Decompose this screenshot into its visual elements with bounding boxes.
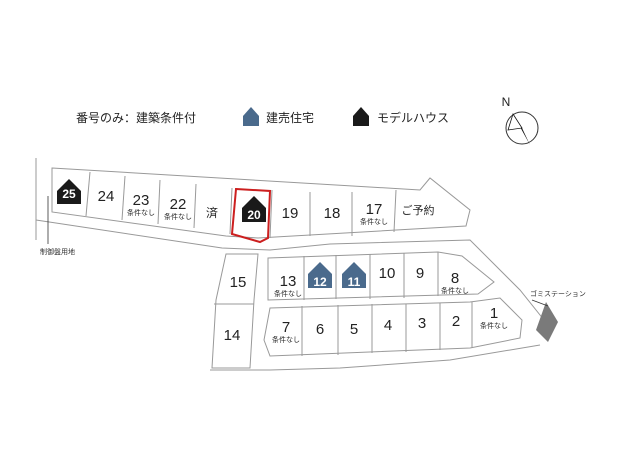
lot-label-6: 6 xyxy=(316,321,324,338)
lot-20-model-house-icon xyxy=(242,196,266,222)
lot-note-22: 条件なし xyxy=(164,212,192,221)
site-south-boundary xyxy=(210,344,541,371)
lot-label-10: 10 xyxy=(379,265,396,282)
lot-label-12: 12 xyxy=(313,275,327,289)
lot-note-17: 条件なし xyxy=(360,217,388,226)
road-edge xyxy=(35,219,553,331)
lot-label-ご予約: ご予約 xyxy=(402,203,435,217)
ready-built-house-icon xyxy=(243,107,259,126)
lot-note-8: 条件なし xyxy=(441,286,469,295)
lot-label-22: 22 xyxy=(170,196,187,213)
model-house-icon xyxy=(353,107,369,126)
legend-model-house: モデルハウス xyxy=(377,111,450,125)
lot-11-ready-built-icon xyxy=(342,262,366,288)
lot-label-24: 24 xyxy=(98,188,115,205)
legend-number-only: 番号のみ：建築条件付 xyxy=(76,111,197,125)
lot-label-1: 1 xyxy=(490,305,498,322)
lot-label-15: 15 xyxy=(230,274,247,291)
lot-label-25: 25 xyxy=(62,187,76,201)
north-label: N xyxy=(502,95,511,109)
control-panel-label: 制御盤用地 xyxy=(40,247,75,256)
lot-label-19: 19 xyxy=(282,205,299,222)
lot-label-済: 済 xyxy=(206,205,218,220)
lot-12-ready-built-icon xyxy=(308,262,332,288)
lot-label-5: 5 xyxy=(350,321,358,338)
garbage-station xyxy=(536,302,558,342)
lot-label-7: 7 xyxy=(282,319,290,336)
legend-ready-built: 建売住宅 xyxy=(266,111,315,125)
lot-label-2: 2 xyxy=(452,313,460,330)
lot-label-20: 20 xyxy=(247,208,261,222)
south-block-outline xyxy=(263,297,523,357)
lot-label-18: 18 xyxy=(324,205,341,222)
south-lot-dividers xyxy=(301,302,473,356)
lot-label-8: 8 xyxy=(451,270,459,287)
lot-label-9: 9 xyxy=(416,265,424,282)
garbage-station-label: ゴミステーション xyxy=(530,289,586,298)
lot-25-model-house-icon xyxy=(57,179,81,204)
north-arrow-icon: N xyxy=(502,95,539,145)
lot-note-23: 条件なし xyxy=(127,208,155,217)
inner-lot-dividers xyxy=(303,252,439,300)
lot-note-13: 条件なし xyxy=(274,289,302,298)
lot-note-1: 条件なし xyxy=(480,321,508,330)
lot-note-7: 条件なし xyxy=(272,335,300,344)
lot-label-17: 17 xyxy=(366,201,383,218)
lot-label-14: 14 xyxy=(224,327,241,344)
lot-label-3: 3 xyxy=(418,315,426,332)
lot-20-highlight xyxy=(230,187,272,244)
north-lot-dividers xyxy=(85,171,397,239)
lot-label-11: 11 xyxy=(348,275,361,289)
west-block-outline xyxy=(211,253,259,369)
lot-label-13: 13 xyxy=(280,273,297,290)
lot-label-4: 4 xyxy=(384,317,392,334)
lot-label-23: 23 xyxy=(133,192,150,209)
